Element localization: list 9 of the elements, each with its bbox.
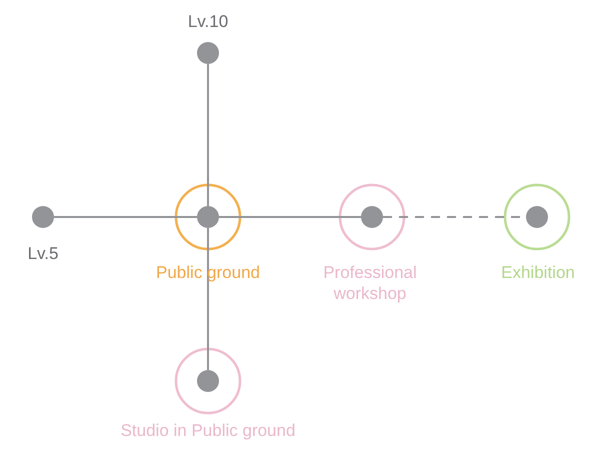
node-label: Lv.5 bbox=[26, 243, 60, 264]
connector-line bbox=[207, 228, 209, 370]
connector-line bbox=[54, 216, 197, 218]
node-label: Lv.10 bbox=[186, 11, 230, 32]
connector-line bbox=[207, 64, 209, 206]
node-label: Exhibition bbox=[500, 262, 576, 283]
node-label: Studio in Public ground bbox=[120, 420, 296, 441]
connector-line bbox=[219, 216, 361, 218]
node-label: Professional workshop bbox=[322, 262, 418, 304]
